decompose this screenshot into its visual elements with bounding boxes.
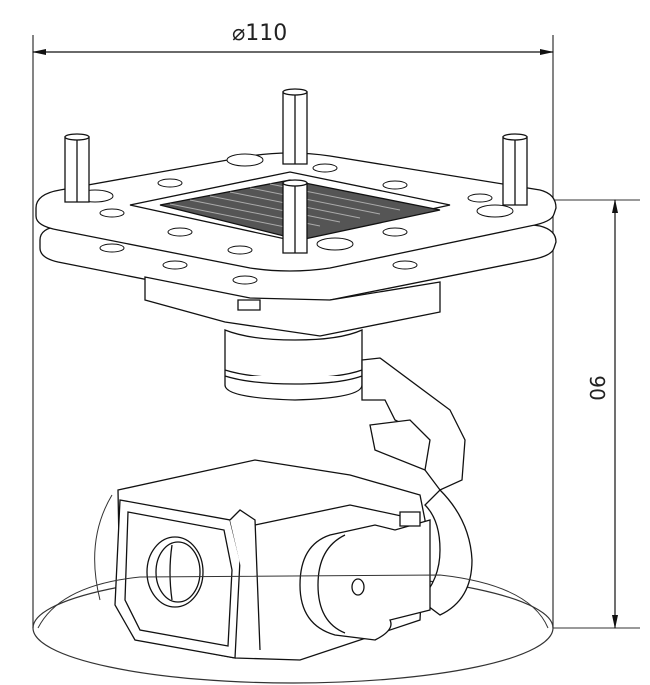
diameter-dimension: ⌀110 (32, 21, 554, 55)
diameter-label: ⌀110 (232, 21, 287, 46)
standoffs (65, 89, 527, 253)
controller-box (145, 277, 440, 336)
mounting-holes (77, 154, 513, 284)
pitch-motor (300, 512, 430, 640)
gimbal-arm (362, 358, 472, 615)
yaw-motor (225, 330, 362, 400)
gimbal-sphere-outline (38, 495, 548, 628)
height-label: 90 (585, 375, 609, 400)
camera-lens (147, 537, 203, 607)
height-dimension: 90 (553, 199, 640, 629)
